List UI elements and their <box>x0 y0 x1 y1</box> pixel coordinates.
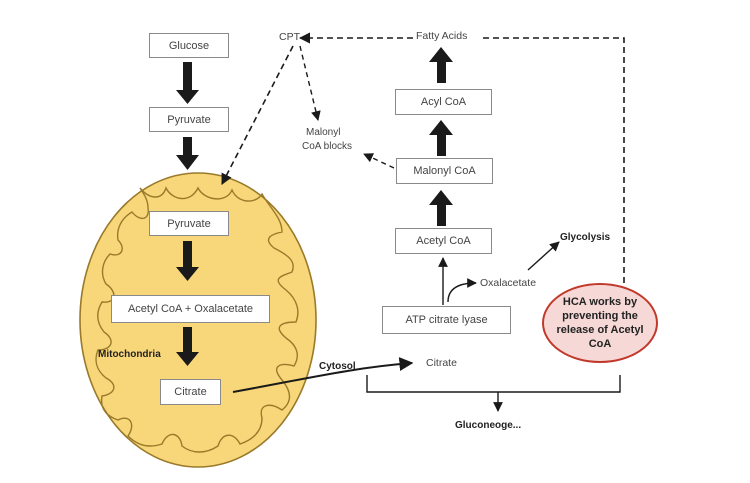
acetyl-coa-box: Acetyl CoA <box>395 228 492 254</box>
thick-arrow-pyruvate-acetyl <box>176 241 199 281</box>
mito-citrate-box: Citrate <box>160 379 221 405</box>
thick-arrow-acetyl-citrate <box>176 327 199 366</box>
thick-arrow-acetyl-malonyl <box>429 190 453 226</box>
arrow-to-oxalacetate <box>447 278 477 303</box>
thick-arrow-pyruvate-mito <box>176 137 199 170</box>
gluconeogenesis-label: Gluconeoge... <box>455 420 522 431</box>
fatty-acids-label: Fatty Acids <box>416 30 468 42</box>
mitochondria-label: Mitochondria <box>98 349 161 360</box>
acyl-coa-box: Acyl CoA <box>395 89 492 115</box>
cpt-label: CPT <box>279 31 300 43</box>
oxalacetate-label: Oxalacetate <box>480 277 537 289</box>
dashed-cpt-to-mito <box>221 45 294 185</box>
dashed-malonyl-to-blocks <box>363 153 395 169</box>
malonyl-coa-box: Malonyl CoA <box>396 158 493 184</box>
glycolysis-label: Glycolysis <box>560 232 611 243</box>
atp-citrate-lyase-box: ATP citrate lyase <box>382 306 511 334</box>
thick-arrow-acyl-fatty <box>429 47 453 83</box>
hca-note: HCA works by preventing the release of A… <box>542 283 658 363</box>
mitochondria-cristae <box>95 186 299 453</box>
acetyl-oxalacetate-box: Acetyl CoA + Oxalacetate <box>111 295 270 323</box>
arrow-citrate-to-cytosol <box>232 357 414 393</box>
dashed-cpt-to-malonyl-blocks <box>299 45 321 121</box>
thick-arrow-glucose-pyruvate <box>176 62 199 104</box>
pyruvate-box: Pyruvate <box>149 107 229 132</box>
mito-pyruvate-box: Pyruvate <box>149 211 229 236</box>
malonyl-blocks-label-1: Malonyl <box>306 127 341 138</box>
thick-arrow-malonyl-acyl <box>429 120 453 156</box>
citrate-label: Citrate <box>426 357 457 369</box>
malonyl-blocks-label-2: CoA blocks <box>302 141 353 152</box>
arrow-to-glycolysis <box>527 241 560 271</box>
glucose-box: Glucose <box>149 33 229 58</box>
dashed-hca-to-fatty <box>482 37 625 283</box>
bracket-gluconeogenesis <box>366 375 621 393</box>
cytosol-label: Cytosol <box>319 361 356 372</box>
